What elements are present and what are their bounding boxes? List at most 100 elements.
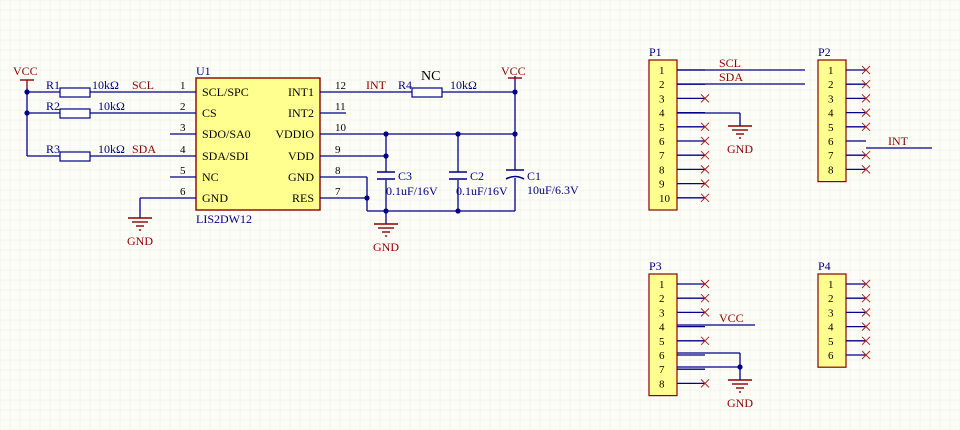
no-connect-mark xyxy=(700,122,710,132)
resistor-r4-nc-note: NC xyxy=(421,69,440,84)
u1-pin-number: 3 xyxy=(180,122,186,134)
resistor-r4-value: 10kΩ xyxy=(450,78,477,92)
junction-dot xyxy=(737,364,743,370)
header-pin-number: 2 xyxy=(659,293,665,305)
capacitor-c1-plate-curved xyxy=(505,175,525,180)
header-pin-number: 5 xyxy=(828,336,834,348)
junction-dot xyxy=(512,131,518,137)
header-pin-number: 5 xyxy=(659,336,665,348)
capacitor-c1-designator: C1 xyxy=(527,169,541,183)
u1-pin-number: 9 xyxy=(335,144,341,156)
header-pin-number: 6 xyxy=(828,350,834,362)
no-connect-mark xyxy=(861,293,871,303)
no-connect-mark xyxy=(700,179,710,188)
header-pin-number: 4 xyxy=(659,322,665,334)
vcc-label-right: VCC xyxy=(501,64,526,78)
resistor-r3: R3 10kΩ SDA xyxy=(46,142,156,162)
header-body xyxy=(648,273,678,397)
u1-pin-name: VDDIO xyxy=(275,127,314,141)
header-pin-number: 1 xyxy=(828,279,834,291)
resistor-r2-designator: R2 xyxy=(46,99,60,113)
no-connect-mark xyxy=(861,122,871,132)
u1-part-number: LIS2DW12 xyxy=(196,212,252,226)
u1-pin-number: 8 xyxy=(335,165,341,177)
resistor-r2: R2 10kΩ xyxy=(46,99,125,119)
header-pin-number: 7 xyxy=(659,150,665,162)
no-connect-mark xyxy=(700,165,710,174)
header-pin-number: 3 xyxy=(659,307,665,319)
header-pin-number: 7 xyxy=(659,364,665,376)
no-connect-mark xyxy=(700,379,710,388)
u1-pin-name: SDA/SDI xyxy=(202,149,249,163)
no-connect-mark xyxy=(861,79,871,89)
resistor-r1-designator: R1 xyxy=(46,78,60,92)
u1-pin-name: SCL/SPC xyxy=(202,85,249,99)
resistor-r1-value: 10kΩ xyxy=(92,78,119,92)
net-label-sda-p1: SDA xyxy=(719,70,743,84)
header-body xyxy=(648,59,678,211)
u1-designator: U1 xyxy=(196,64,211,78)
resistor-r4-body xyxy=(411,87,443,98)
header-body xyxy=(817,273,847,368)
gnd-label: GND xyxy=(373,240,399,254)
junction-dot xyxy=(364,195,370,201)
header-pin-number: 6 xyxy=(659,136,665,148)
u1-pin-name: GND xyxy=(288,170,314,184)
capacitor-c2-value: 0.1uF/16V xyxy=(456,184,508,198)
no-connect-mark xyxy=(861,308,871,317)
vcc-label-left: VCC xyxy=(13,64,38,78)
junction-dot xyxy=(455,131,461,137)
no-connect-mark xyxy=(700,308,710,317)
capacitor-c3-designator: C3 xyxy=(398,169,412,183)
junction-dot xyxy=(383,208,389,214)
u1-pin-number: 2 xyxy=(180,101,186,113)
resistor-r3-body xyxy=(59,151,91,162)
gnd-label: GND xyxy=(727,142,753,156)
net-label-scl-p1: SCL xyxy=(719,56,741,70)
vcc-symbol-right: VCC xyxy=(501,64,526,79)
resistor-r2-value: 10kΩ xyxy=(98,99,125,113)
gnd-symbol-u1-left: GND xyxy=(127,217,153,248)
resistor-r4-designator: R4 xyxy=(398,78,412,92)
no-connect-mark xyxy=(861,336,871,346)
header-pin-number: 3 xyxy=(828,93,834,105)
no-connect-mark xyxy=(700,94,710,103)
junction-dot xyxy=(383,131,389,137)
header-pin-number: 5 xyxy=(659,122,665,134)
resistor-r3-value: 10kΩ xyxy=(98,142,125,156)
u1-pin-name: INT1 xyxy=(288,85,314,99)
no-connect-mark xyxy=(700,193,710,203)
no-connect-mark xyxy=(861,94,871,103)
no-connect-mark xyxy=(861,150,871,160)
no-connect-mark xyxy=(861,350,871,360)
resistor-r4: R4 10kΩ NC xyxy=(398,69,477,98)
u1-pin-number: 6 xyxy=(180,186,186,198)
u1-pin-number: 10 xyxy=(335,122,347,134)
header-pin-number: 8 xyxy=(659,164,665,176)
u1-pin-name: VDD xyxy=(288,149,314,163)
u1-pin-name: SDO/SA0 xyxy=(202,127,251,141)
header-pin-number: 6 xyxy=(659,350,665,362)
no-connect-mark xyxy=(700,279,710,289)
junction-dot xyxy=(383,153,389,159)
header-pin-number: 4 xyxy=(828,322,834,334)
header-pin-number: 4 xyxy=(659,108,665,120)
no-connect-mark xyxy=(861,279,871,289)
header-pin-number: 1 xyxy=(659,279,665,291)
header-pin-number: 4 xyxy=(828,108,834,120)
u1-pin-name: NC xyxy=(202,170,219,184)
header-designator: P2 xyxy=(818,45,831,59)
header-pin-number: 2 xyxy=(659,79,665,91)
resistor-r1: R1 10kΩ SCL xyxy=(46,78,154,98)
no-connect-mark xyxy=(861,165,871,174)
header-pin-number: 3 xyxy=(659,93,665,105)
gnd-symbol-caps: GND xyxy=(373,223,399,254)
header-nets xyxy=(677,69,932,380)
header-pin-number: 9 xyxy=(659,179,665,191)
capacitor-c3-value: 0.1uF/16V xyxy=(386,184,438,198)
net-label-int-p2: INT xyxy=(888,134,909,148)
